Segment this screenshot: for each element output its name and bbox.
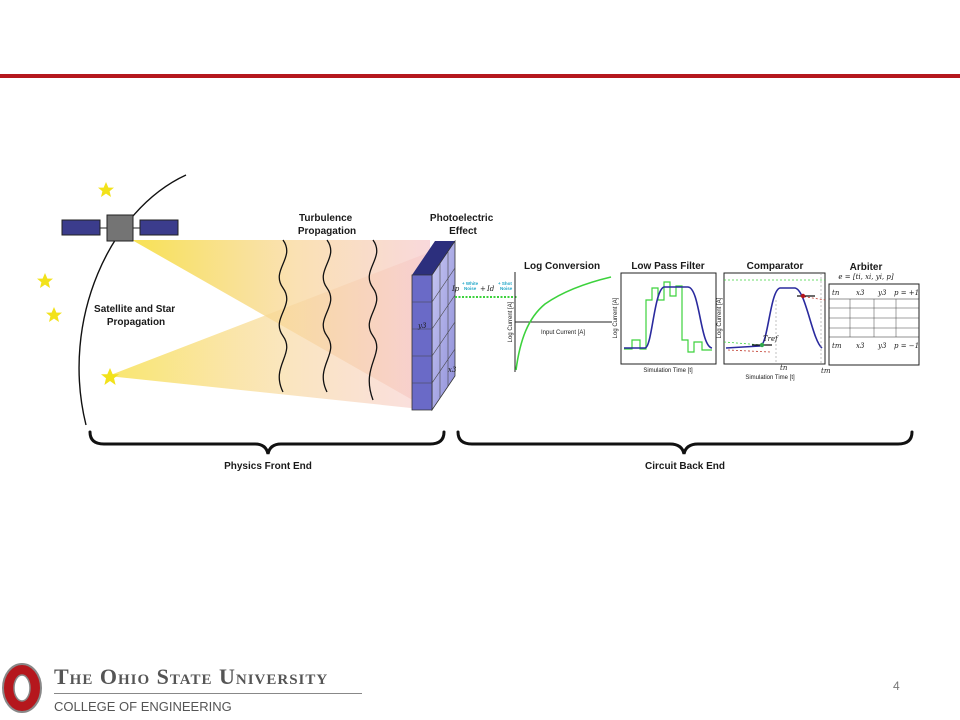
physics-front-end-label: Physics Front End [224, 461, 312, 472]
log-conversion-title: Log Conversion [524, 261, 600, 272]
svg-text:+ Shot: + Shot [498, 281, 512, 286]
svg-text:Noise: Noise [464, 286, 477, 291]
svg-text:x3: x3 [856, 342, 865, 350]
arbiter-table [828, 283, 920, 366]
tn-label: tn [780, 364, 788, 372]
photodetector-array [411, 239, 456, 412]
photoelectric-effect-label: Photoelectric Effect [430, 213, 496, 237]
lpf-ylabel: Log Current [A] [613, 297, 619, 338]
college-name: COLLEGE OF ENGINEERING [54, 699, 232, 714]
satellite-propagation-label: Satellite and Star Propagation [94, 304, 178, 328]
star-icon [37, 273, 53, 288]
star-icon [98, 182, 114, 197]
log-conversion-plot [514, 272, 612, 372]
page-number: 4 [893, 679, 900, 693]
svg-text:+ White: + White [462, 281, 479, 286]
star-icon [101, 368, 119, 385]
sensor-y-label: y3 [417, 322, 427, 330]
turbulence-waves [278, 239, 378, 401]
earth-limb-arc [78, 174, 187, 426]
svg-text:y3: y3 [877, 289, 887, 297]
turbulence-propagation-label: Turbulence Propagation [298, 213, 356, 237]
arbiter-title: Arbiter [850, 262, 883, 273]
low-pass-filter-title: Low Pass Filter [631, 261, 704, 272]
comp-ylabel: Log Current [A] [717, 297, 723, 338]
satellite-icon [61, 214, 179, 242]
arbiter-row-2: tm x3 y3 p = −1 [832, 342, 919, 350]
comparator-plot [723, 272, 826, 365]
star-icon [46, 307, 62, 322]
tm-label: tm [821, 367, 831, 375]
svg-text:+: + [480, 285, 486, 293]
svg-text:Id: Id [486, 285, 495, 293]
photocurrent-equation: Ip + White Noise + Id + Shot Noise [451, 281, 513, 293]
svg-text:tn: tn [832, 289, 840, 297]
svg-text:x3: x3 [856, 289, 865, 297]
footer-divider [54, 693, 362, 694]
ohio-state-block-o-logo [0, 660, 44, 716]
log-xlabel: Input Current [A] [541, 330, 585, 336]
lpf-xlabel: Simulation Time [t] [643, 368, 693, 374]
circuit-back-end-brace [456, 430, 914, 455]
header-accent-rule [0, 74, 960, 78]
svg-text:Ip: Ip [451, 285, 460, 293]
svg-text:tm: tm [832, 342, 842, 350]
physics-front-end-brace [88, 430, 446, 455]
tref-label: Tref [763, 335, 779, 343]
low-pass-filter-plot [620, 272, 717, 365]
log-ylabel: Log Current [A] [508, 301, 514, 342]
circuit-back-end-label: Circuit Back End [645, 461, 725, 472]
arbiter-event-formula: e = [ti, xi, yi, p] [838, 273, 893, 281]
comparator-title: Comparator [747, 261, 804, 272]
sensor-x-label: x3 [448, 366, 457, 374]
university-name: The Ohio State University [54, 664, 329, 689]
svg-text:y3: y3 [877, 342, 887, 350]
star-light-beam [108, 252, 430, 410]
svg-text:Noise: Noise [500, 286, 513, 291]
pipeline-diagram: Satellite and Star Propagation Turbulenc… [37, 174, 920, 472]
comp-xlabel: Simulation Time [t] [745, 375, 795, 381]
arbiter-row-1: tn x3 y3 p = +1 [832, 289, 919, 297]
svg-text:p = −1: p = −1 [894, 342, 919, 350]
svg-text:p = +1: p = +1 [894, 289, 919, 297]
